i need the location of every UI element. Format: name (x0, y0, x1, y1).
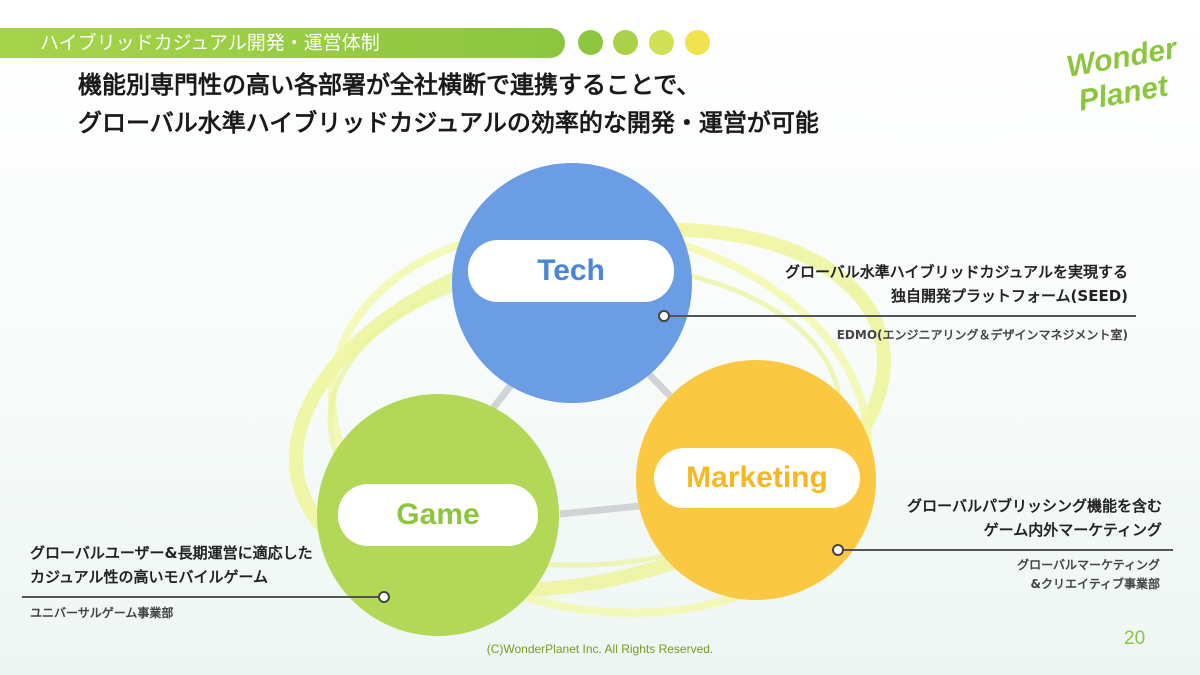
marketing-leader-line (838, 549, 1173, 551)
marketing-department: グローバルマーケティング &クリエイティブ事業部 (1017, 556, 1160, 594)
game-leader-dot (378, 591, 390, 603)
headline: 機能別専門性の高い各部署が全社横断で連携することで、 グローバル水準ハイブリッド… (78, 66, 819, 142)
marketing-description-line-2: ゲーム内外マーケティング (983, 521, 1162, 539)
marketing-description-line-1: グローバルパブリッシング機能を含む (907, 497, 1162, 515)
game-label-pill: Game (338, 484, 538, 546)
marketing-label-pill: Marketing (654, 448, 860, 508)
tech-description-line-1: グローバル水準ハイブリッドカジュアルを実現する (784, 263, 1128, 281)
section-title: ハイブリッドカジュアル開発・運営体制 (40, 32, 380, 54)
dot-3 (649, 30, 674, 55)
connector-game-marketing (559, 502, 641, 518)
game-description: グローバルユーザー&長期運営に適応した カジュアル性の高いモバイルゲーム (30, 541, 313, 589)
marketing-leader-dot (832, 544, 844, 556)
game-description-line-1: グローバルユーザー&長期運営に適応した (30, 544, 313, 562)
wonderplanet-logo: Wonder Planet (1064, 32, 1181, 113)
marketing-department-line-2: &クリエイティブ事業部 (1030, 577, 1160, 591)
headline-line-1: 機能別専門性の高い各部署が全社横断で連携することで、 (78, 71, 701, 99)
game-description-line-2: カジュアル性の高いモバイルゲーム (30, 568, 269, 586)
page-number: 20 (1124, 628, 1146, 649)
game-leader-line (22, 596, 384, 598)
marketing-label: Marketing (686, 461, 828, 494)
dot-2 (613, 30, 638, 55)
game-department: ユニバーサルゲーム事業部 (30, 606, 174, 620)
marketing-department-line-1: グローバルマーケティング (1017, 558, 1160, 572)
tech-description-line-2: 独自開発プラットフォーム(SEED) (890, 287, 1128, 305)
tech-leader-line (664, 315, 1136, 317)
dot-1 (578, 30, 603, 55)
tech-description: グローバル水準ハイブリッドカジュアルを実現する 独自開発プラットフォーム(SEE… (785, 260, 1128, 308)
tech-leader-dot (658, 310, 670, 322)
game-label: Game (396, 498, 480, 531)
tech-label: Tech (537, 254, 605, 287)
tech-label-pill: Tech (468, 240, 674, 302)
copyright: (C)WonderPlanet Inc. All Rights Reserved… (486, 642, 714, 656)
marketing-description: グローバルパブリッシング機能を含む ゲーム内外マーケティング (907, 494, 1162, 542)
tech-department: EDMO(エンジニアリング＆デザインマネジメント室) (836, 328, 1128, 342)
section-header-bar (0, 28, 565, 58)
dot-4 (685, 30, 710, 55)
headline-line-2: グローバル水準ハイブリッドカジュアルの効率的な開発・運営が可能 (78, 109, 819, 137)
